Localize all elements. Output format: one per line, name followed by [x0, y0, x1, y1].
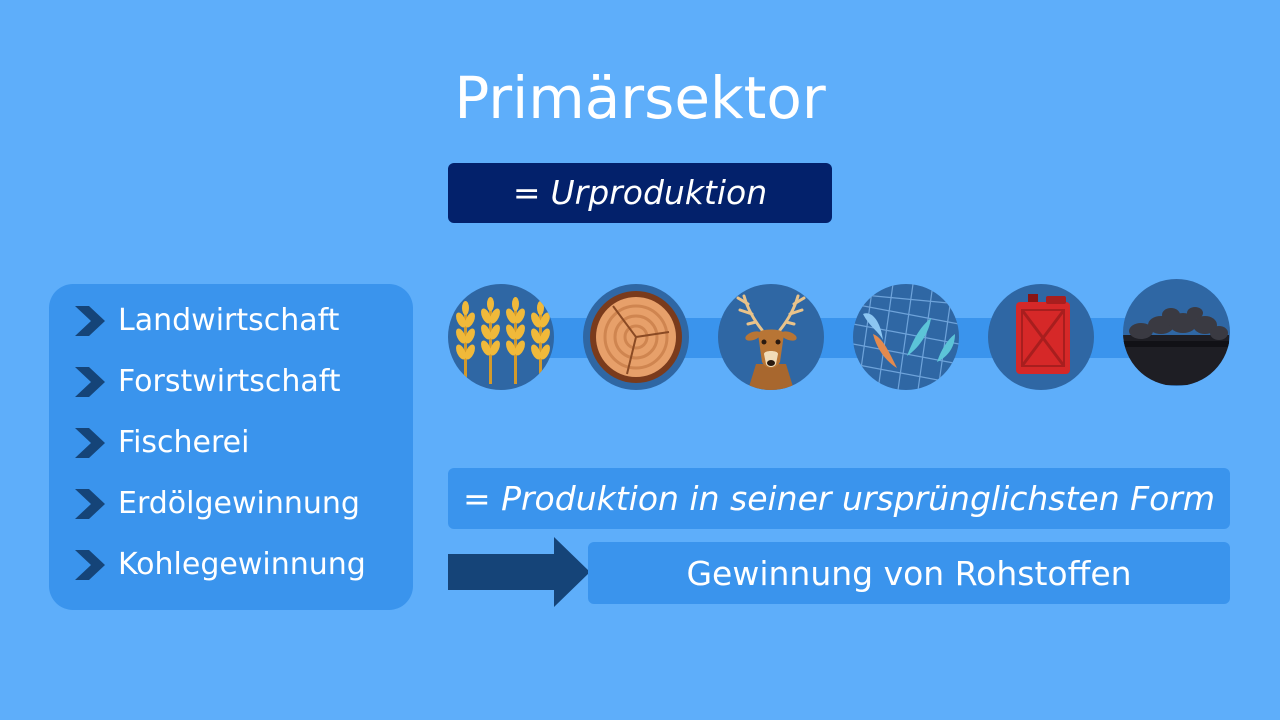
list-item-label: Forstwirtschaft	[118, 364, 341, 399]
circle-wheat	[448, 284, 554, 390]
list-item: Kohlegewinnung	[73, 540, 366, 590]
result-bar: Gewinnung von Rohstoffen	[588, 542, 1230, 604]
deer-icon	[736, 294, 806, 390]
arrow-right-icon	[448, 537, 590, 607]
chevron-right-icon	[75, 550, 105, 580]
circle-oil	[988, 284, 1094, 390]
fish-net-icon	[853, 284, 959, 390]
chevron-right-icon	[75, 428, 105, 458]
circle-deer	[718, 284, 824, 390]
page-title: Primärsektor	[454, 64, 826, 132]
chevron-right-icon	[75, 306, 105, 336]
list-item-label: Fischerei	[118, 425, 250, 460]
list-item: Landwirtschaft	[73, 296, 339, 346]
circle-coal	[1123, 279, 1230, 386]
chevron-right-icon	[75, 367, 105, 397]
list-item: Forstwirtschaft	[73, 357, 341, 407]
list-item: Erdölgewinnung	[73, 479, 360, 529]
subtitle-text: Urproduktion	[550, 173, 768, 212]
fuel-canister-icon	[1016, 294, 1070, 374]
sector-list: Landwirtschaft Forstwirtschaft Fischerei…	[49, 284, 413, 610]
chevron-right-icon	[75, 489, 105, 519]
circle-fish	[853, 284, 959, 390]
list-item-label: Erdölgewinnung	[118, 486, 360, 521]
definition-bar: = Produktion in seiner ursprünglichsten …	[448, 468, 1230, 529]
subtitle-prefix: =	[512, 173, 541, 212]
wheat-icon	[456, 297, 550, 384]
list-item-label: Kohlegewinnung	[118, 547, 366, 582]
subtitle-box: = Urproduktion	[448, 163, 832, 223]
coal-icon	[1123, 307, 1229, 385]
wood-log-icon	[590, 291, 682, 383]
list-item: Fischerei	[73, 418, 249, 468]
list-item-label: Landwirtschaft	[118, 303, 340, 338]
circle-wood	[583, 284, 689, 390]
